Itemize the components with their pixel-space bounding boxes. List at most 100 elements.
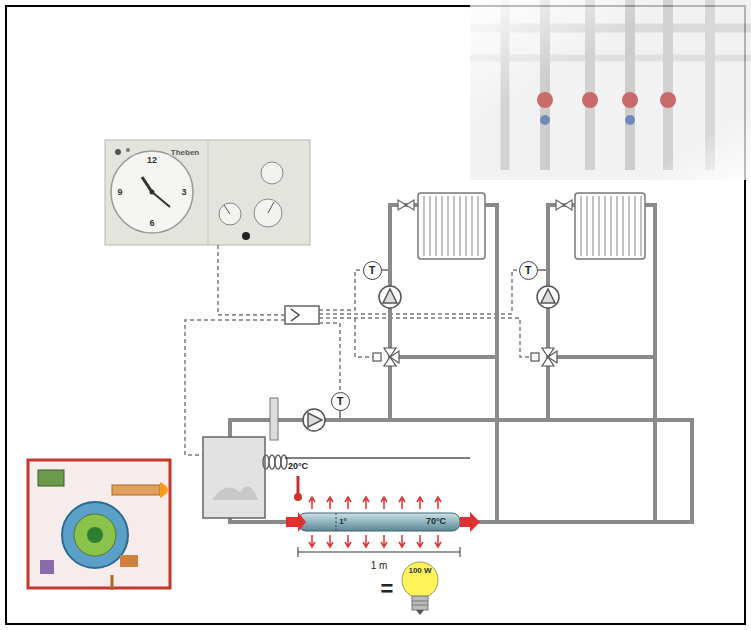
radiator [640,196,641,256]
control-wires [185,320,285,455]
heat-loss-figure [285,458,480,557]
radiator-valve [398,200,572,210]
heat-loss-figure [435,497,441,509]
timer-controller [219,203,241,225]
controller-box [285,306,319,324]
radiator [418,193,485,259]
radiator [441,196,442,256]
heat-loss-figure [460,547,461,557]
boiler [212,487,258,500]
light-bulb [402,562,438,615]
heat-loss-figure [363,497,369,509]
boiler [275,455,281,469]
timer-controller [224,205,230,214]
burner-cutaway [160,482,168,498]
heat-loss-figure [399,497,405,509]
pipework [495,420,499,522]
radiator [418,193,485,259]
pipework [537,269,548,271]
pump [308,413,322,427]
heat-loss-figure [298,547,299,557]
mixing-valve [390,351,399,363]
light-bulb [416,610,424,615]
radiator [575,193,645,259]
boiler [263,455,287,469]
boiler [203,398,287,518]
timer-controller [105,140,310,245]
control-wires [319,270,517,314]
heat-loss-figure [345,535,351,547]
radiator [622,196,623,256]
radiator [453,196,454,256]
radiator-valve [406,200,414,210]
heat-loss-figure [435,535,441,547]
pump [379,286,401,308]
heat-loss-figure [417,535,423,547]
timer-controller [208,142,209,243]
burner-cutaway [111,575,114,590]
radiator [423,196,424,256]
radiator [580,196,581,256]
radiator-valve [564,200,572,210]
heat-loss-figure [336,513,337,531]
control-wires [319,323,340,390]
heat-loss-figure [298,513,460,531]
heat-loss-figure [285,458,470,459]
timer-controller [268,202,274,213]
radiator [592,196,593,256]
timer-controller [105,140,310,245]
light-bulb [412,605,428,606]
mixing-valve [548,351,557,363]
heat-loss-figure [298,552,460,553]
burner-cutaway [28,460,170,588]
timer-controller [126,148,130,152]
radiator [610,196,611,256]
clock-number: 6 [149,219,154,229]
pump [383,289,397,303]
mixing-valve [373,353,381,361]
heat-loss-figure [309,497,315,509]
boiler [263,455,269,469]
pump [303,286,559,431]
pipework [390,205,418,420]
controller-box [291,309,299,321]
mixing-valve [373,348,557,366]
heat-loss-figure [286,512,306,532]
heat-loss-figure [294,493,302,501]
pipework [396,355,497,359]
pipes-photo [470,0,751,180]
pipework [381,269,390,271]
sensor-circle: T [331,392,350,411]
clock-number: 12 [147,156,157,166]
heat-loss-figure [309,535,315,547]
pipework [645,205,655,522]
heat-loss-figure [297,476,300,494]
sensor-letter: T [337,396,344,407]
pipework [548,205,575,420]
light-bulb [412,601,428,602]
radiator [471,196,472,256]
burner-cutaway [28,460,170,590]
control-wires [319,318,531,357]
radiator [586,196,587,256]
temperature-label: 20°C [288,462,308,472]
burner-cutaway [74,514,116,556]
heat-loss-figure [417,497,423,509]
mixing-valve [531,353,539,361]
temperature-label: 70°C [426,517,446,527]
clock-number: 3 [181,188,186,198]
timer-controller [242,232,250,240]
pump [541,289,555,303]
pipework [339,410,341,420]
timer-controller [261,162,283,184]
timer-controller [115,149,121,155]
light-bulb [402,562,438,598]
timer-controller [152,192,170,207]
control-wires [319,270,361,310]
heat-loss-figure [345,497,351,509]
timer-controller [254,199,282,227]
pipes-photo [470,0,751,180]
radiator [429,196,430,256]
heat-loss-figure [381,535,387,547]
